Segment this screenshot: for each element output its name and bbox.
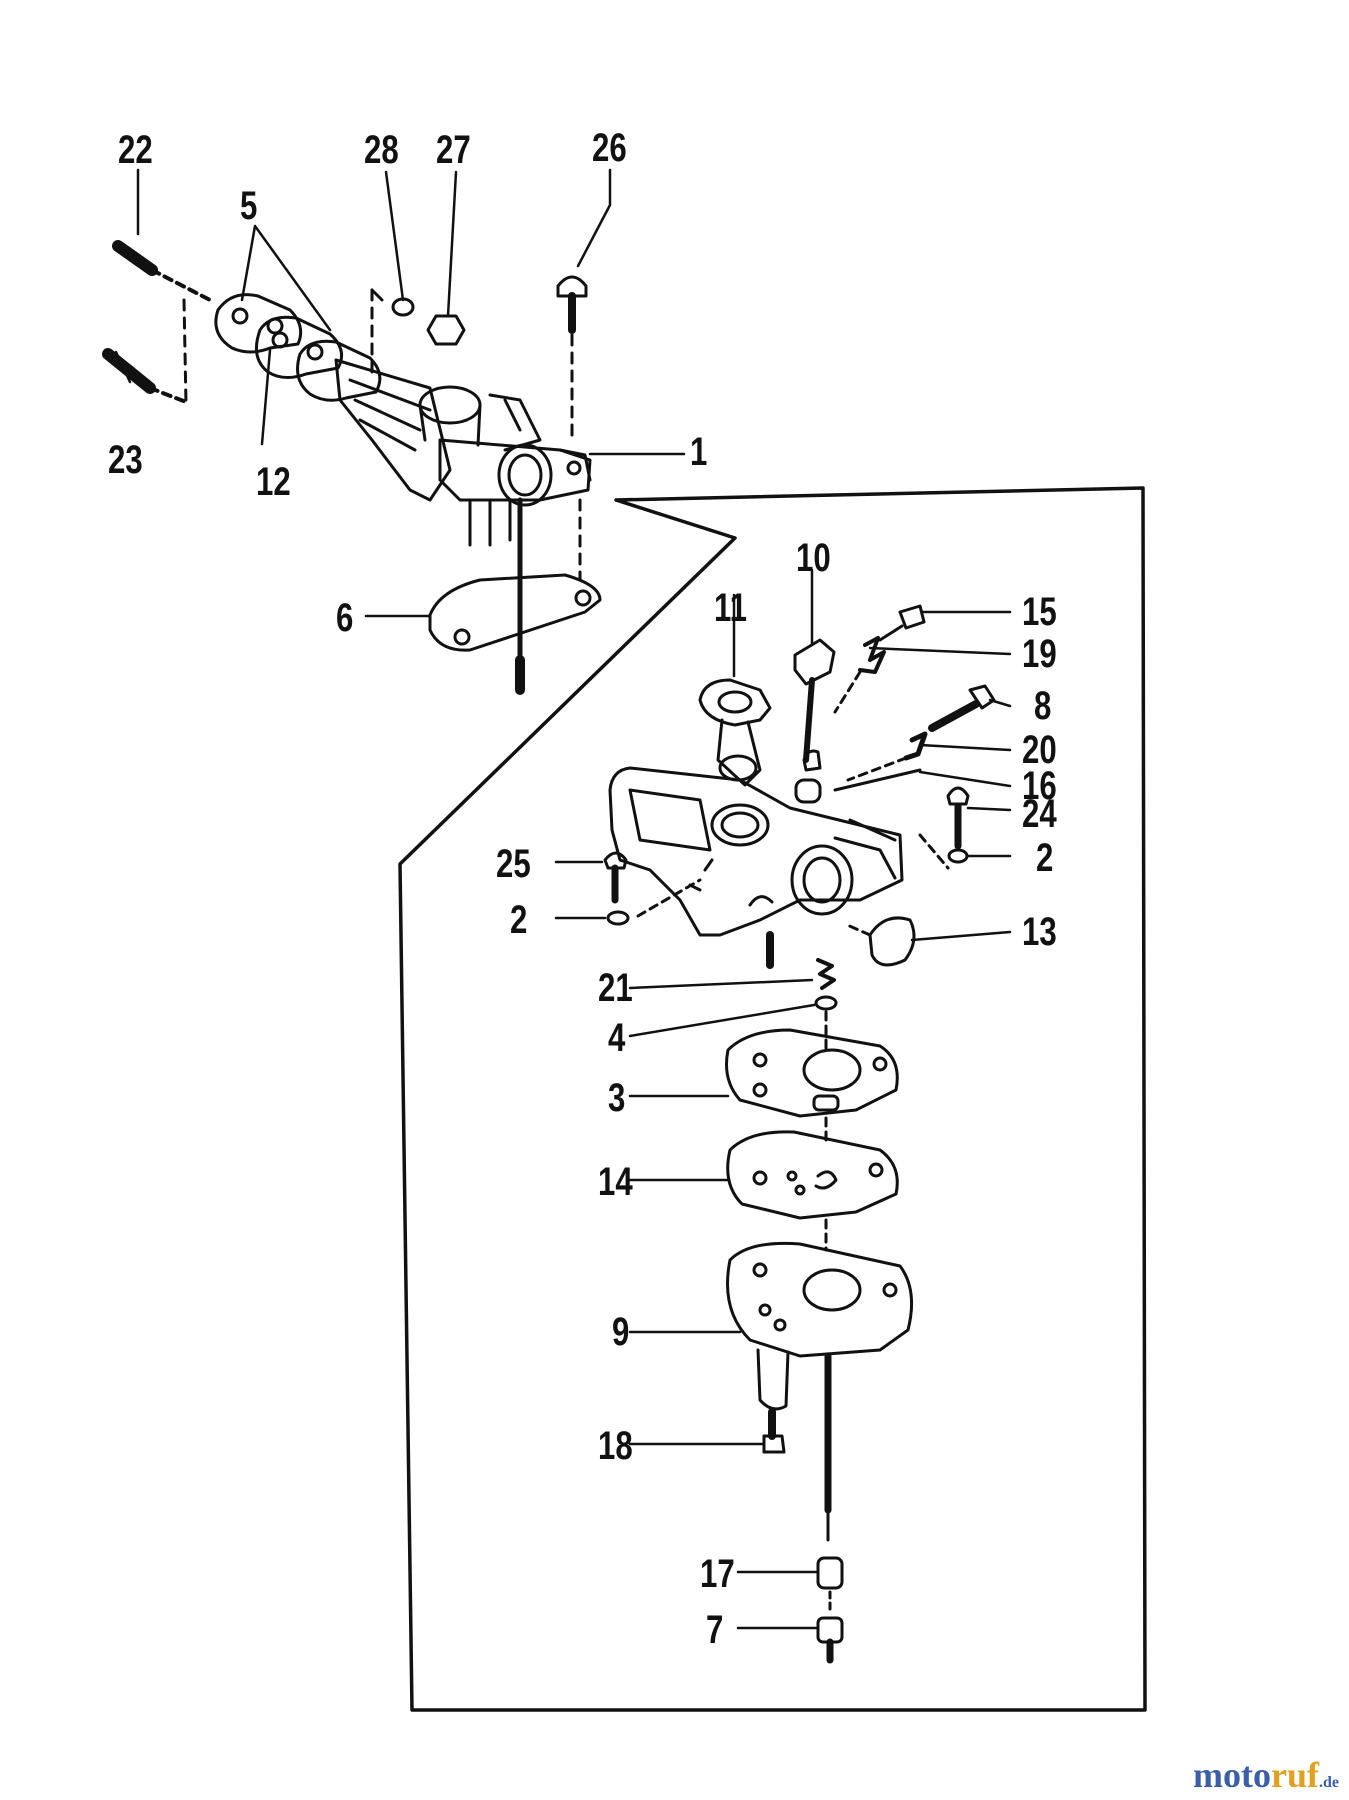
screw-7 xyxy=(818,1618,842,1660)
label-16: 16 xyxy=(1022,764,1057,808)
inset-frame xyxy=(400,488,1145,1710)
screw-8 xyxy=(932,686,994,728)
label-21: 21 xyxy=(598,966,633,1010)
label-14: 14 xyxy=(598,1160,633,1204)
label-4: 4 xyxy=(608,1016,626,1060)
watermark-part1: moto xyxy=(1193,1755,1271,1795)
screw-18 xyxy=(764,1436,784,1452)
stud-23 xyxy=(108,354,186,402)
label-23: 23 xyxy=(108,438,143,482)
label-20: 20 xyxy=(1022,728,1057,772)
label-2-left: 2 xyxy=(510,898,528,942)
label-24: 24 xyxy=(1022,792,1057,836)
watermark-part3: .de xyxy=(1319,1774,1339,1791)
screw-24 xyxy=(948,788,968,862)
label-25: 25 xyxy=(496,842,531,886)
label-7: 7 xyxy=(706,1608,724,1652)
stud-22 xyxy=(118,246,210,300)
flange-11 xyxy=(700,680,770,785)
label-15: 15 xyxy=(1022,590,1057,634)
spring-21 xyxy=(818,960,834,988)
label-26: 26 xyxy=(592,126,627,170)
plug-13 xyxy=(870,918,914,965)
spring-19 xyxy=(860,638,884,672)
label-17: 17 xyxy=(700,1552,735,1596)
carburetor-assembly-upper xyxy=(336,360,590,690)
gasket-14 xyxy=(728,1132,898,1218)
label-10: 10 xyxy=(796,536,831,580)
washer-28 xyxy=(393,299,413,315)
carburetor-body xyxy=(610,768,902,965)
label-5: 5 xyxy=(240,184,258,228)
needle-15 xyxy=(880,606,924,640)
label-12: 12 xyxy=(256,460,291,504)
leader-lines xyxy=(116,170,1010,1628)
screw-26 xyxy=(558,277,586,296)
label-6: 6 xyxy=(336,596,354,640)
choke-shaft-10 xyxy=(795,640,834,802)
label-27: 27 xyxy=(436,128,471,172)
label-9: 9 xyxy=(612,1310,630,1354)
gasket-5 xyxy=(216,295,301,352)
label-11: 11 xyxy=(714,586,747,630)
label-19: 19 xyxy=(1022,632,1057,676)
nut-27 xyxy=(428,316,464,344)
label-8: 8 xyxy=(1034,684,1052,728)
label-28: 28 xyxy=(364,128,399,172)
gasket-6 xyxy=(430,575,600,650)
label-2-right: 2 xyxy=(1036,836,1054,880)
gasket-3 xyxy=(727,1030,898,1116)
label-13: 13 xyxy=(1022,910,1057,954)
ring-4 xyxy=(816,997,836,1009)
jet-17 xyxy=(818,1558,842,1588)
label-3: 3 xyxy=(608,1076,626,1120)
screw-25 xyxy=(605,853,628,924)
watermark-logo: motoruf.de xyxy=(1193,1754,1339,1796)
cover-9 xyxy=(728,1243,912,1540)
label-18: 18 xyxy=(598,1424,633,1468)
gasket-5b xyxy=(298,341,380,400)
label-22: 22 xyxy=(118,128,153,172)
label-1: 1 xyxy=(690,430,708,474)
watermark-part2: ruf xyxy=(1271,1755,1319,1795)
